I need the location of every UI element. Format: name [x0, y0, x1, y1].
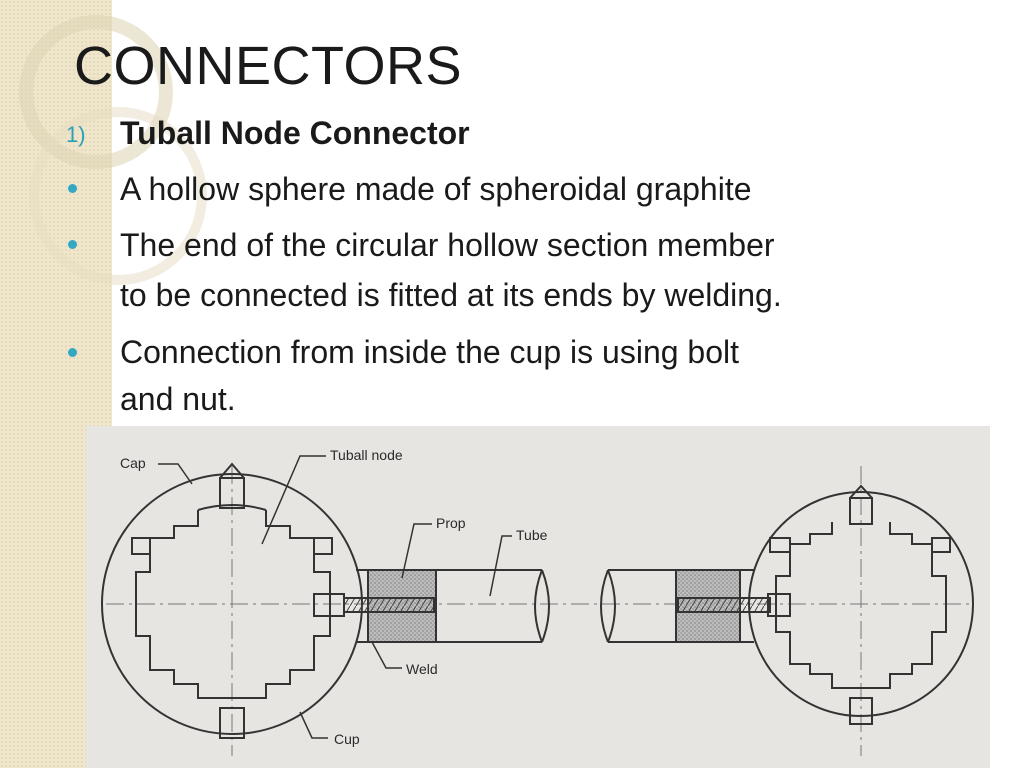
right-tube-assembly — [600, 569, 771, 643]
diagram-drawing: Cap Tuball node Prop Tube Weld Cup — [101, 447, 974, 756]
bullet-icon — [68, 240, 77, 249]
label-tuball-node: Tuball node — [330, 447, 403, 463]
bullet-item-continuation: to be connected is fitted at its ends by… — [120, 277, 782, 313]
left-tuball-node — [101, 462, 363, 739]
tuball-connector-diagram: Cap Tuball node Prop Tube Weld Cup — [86, 426, 990, 768]
label-tube: Tube — [516, 527, 548, 543]
bullet-item: Connection from inside the cup is using … — [120, 334, 740, 370]
list-number-marker: 1) — [66, 122, 86, 147]
decorative-rings — [19, 15, 207, 285]
list-heading: Tuball Node Connector — [120, 115, 470, 151]
left-tube-assembly — [343, 569, 550, 643]
bullet-item: A hollow sphere made of spheroidal graph… — [120, 171, 752, 207]
bullet-item: The end of the circular hollow section m… — [120, 227, 775, 263]
bullet-item-continuation: and nut. — [120, 381, 236, 417]
bullet-icon — [68, 348, 77, 357]
decorative-side-band — [0, 0, 112, 768]
label-prop: Prop — [436, 515, 466, 531]
right-tuball-node — [748, 484, 974, 725]
centre-lines — [106, 466, 970, 756]
leader-lines — [158, 455, 512, 739]
bullet-icon — [68, 184, 77, 193]
label-cup: Cup — [334, 731, 360, 747]
label-weld: Weld — [406, 661, 438, 677]
label-cap: Cap — [120, 455, 146, 471]
slide-title: CONNECTORS — [74, 36, 463, 96]
